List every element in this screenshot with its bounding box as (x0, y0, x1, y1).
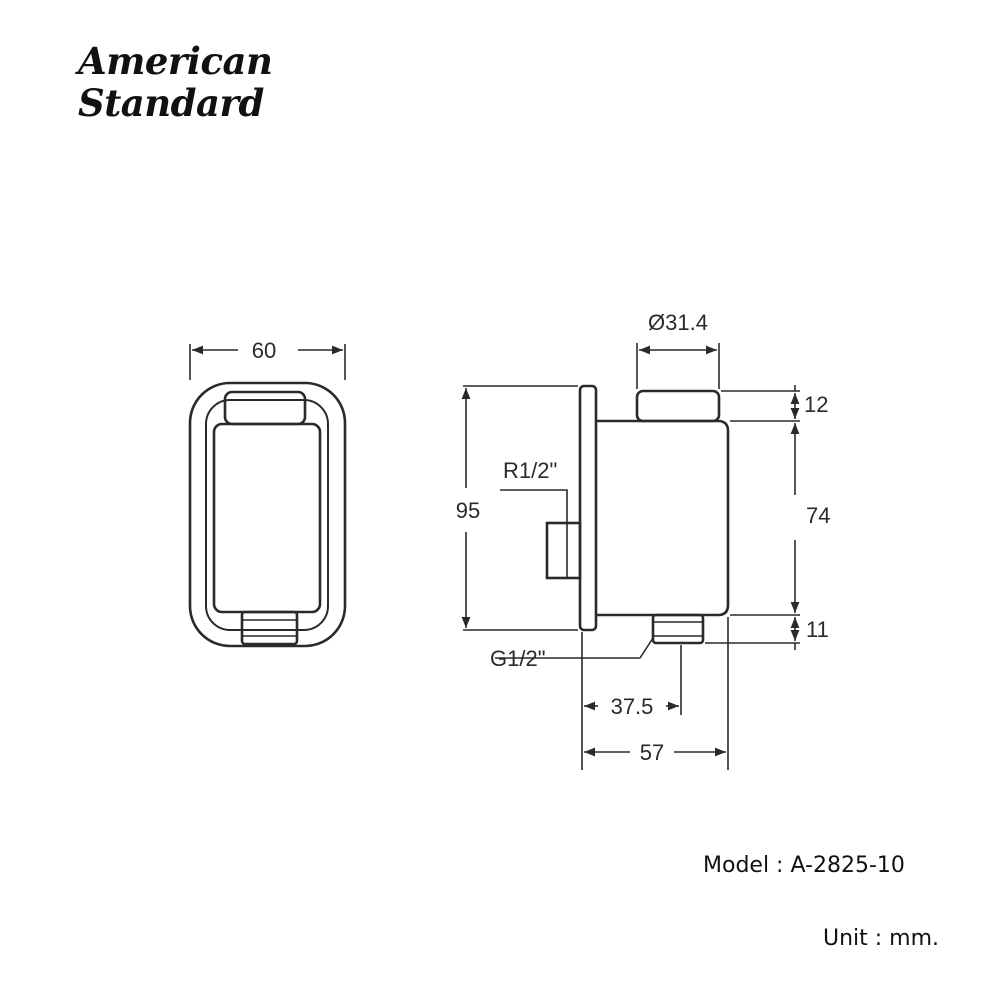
side-outlet-connector (651, 613, 705, 645)
side-wall-flange (578, 384, 598, 632)
unit-note: Unit : mm. (823, 926, 940, 951)
brand-logo: American Standard (78, 40, 278, 124)
depth-dimension (584, 617, 729, 770)
depth-label: 57 (640, 740, 664, 765)
right-dimension-chain (705, 385, 800, 650)
diameter-label: Ø31.4 (648, 310, 708, 335)
diameter-dimension (636, 343, 720, 389)
outlet-thread-leader (495, 637, 654, 659)
front-outlet (240, 610, 299, 646)
brand-logo-line1: American (78, 39, 273, 83)
inlet-thread-label: R1/2" (503, 458, 557, 483)
front-top-cap (223, 390, 307, 426)
side-view (545, 384, 730, 645)
brand-logo-line2: Standard (78, 81, 264, 125)
front-view (188, 381, 347, 648)
height-label: 95 (456, 498, 480, 523)
outlet-offset-dimension (581, 632, 682, 770)
model-number: Model : A-2825-10 (703, 853, 905, 878)
front-width-label: 60 (252, 338, 276, 363)
front-width-dimension (189, 344, 346, 380)
front-outer-frame (188, 381, 347, 648)
height-dimension (461, 385, 578, 631)
outlet-height-label: 11 (806, 617, 829, 642)
outlet-offset-label: 37.5 (611, 694, 654, 719)
front-inner-frame (205, 399, 329, 631)
side-cap (635, 389, 721, 423)
top-cap-height-label: 12 (804, 392, 828, 417)
inlet-thread-leader (500, 489, 568, 523)
body-height-label: 74 (806, 503, 830, 528)
side-body (596, 419, 730, 617)
front-body (212, 422, 322, 614)
outlet-thread-label: G1/2" (490, 646, 546, 671)
side-inlet-connector (545, 521, 582, 580)
